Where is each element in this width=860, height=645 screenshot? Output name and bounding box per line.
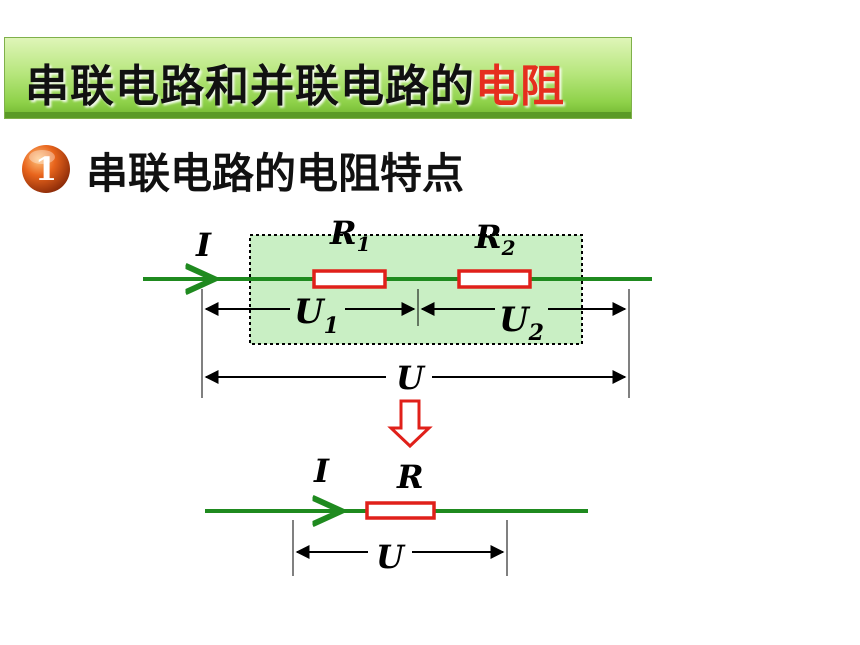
series-group-box <box>249 234 583 345</box>
title-main: 串联电路和并联电路的 <box>25 61 475 112</box>
u1-label: U1 <box>294 292 339 339</box>
title-highlight: 电阻 <box>475 61 565 112</box>
badge-circle <box>22 145 70 193</box>
series-current-label: I <box>195 226 212 264</box>
resistor-r2 <box>457 269 532 289</box>
page-title: 串联电路和并联电路的电阻 <box>25 50 565 114</box>
total-voltage-label: U <box>396 359 426 397</box>
title-underline <box>5 112 631 118</box>
equivalent-current-label: I <box>313 452 330 490</box>
title-banner: 串联电路和并联电路的电阻 <box>4 37 632 119</box>
resistor-r1 <box>312 269 387 289</box>
section-number: 1 <box>35 150 57 188</box>
r1-label: R1 <box>329 214 371 256</box>
equivalence-down-arrow <box>387 399 433 449</box>
section-number-badge: 1 <box>22 145 70 193</box>
section-heading: 串联电路的电阻特点 <box>86 149 465 198</box>
badge-shine <box>29 150 55 164</box>
equivalent-voltage-label: U <box>376 538 406 576</box>
r2-label: R2 <box>474 218 516 260</box>
resistor-r-equivalent <box>365 501 436 520</box>
u2-label: U2 <box>499 300 544 346</box>
equivalent-resistor-label: R <box>396 458 424 496</box>
